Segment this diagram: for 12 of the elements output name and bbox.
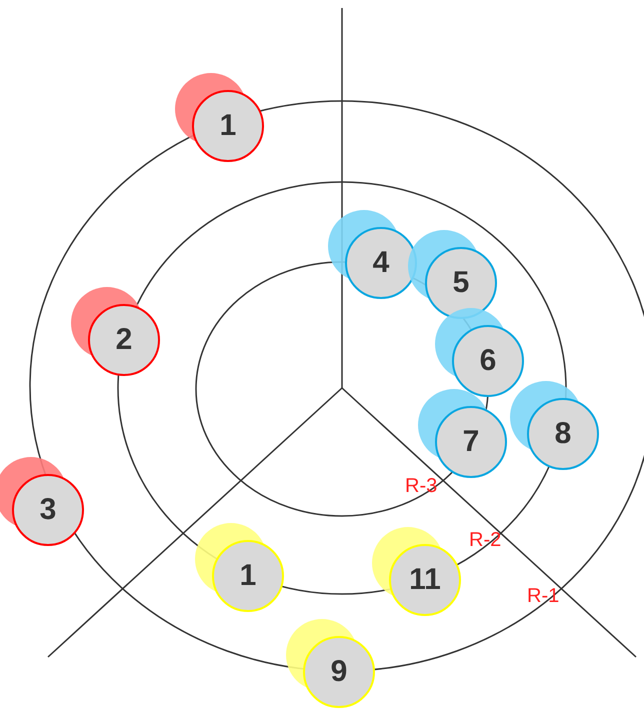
number-label: 7 xyxy=(462,427,480,457)
number-label: 4 xyxy=(372,248,390,278)
number-label: 1 xyxy=(240,561,256,591)
number-label: 1 xyxy=(220,111,236,141)
number-label: 8 xyxy=(554,419,572,449)
number-label: 9 xyxy=(330,657,348,687)
number-label: 3 xyxy=(40,495,56,525)
number-label: 6 xyxy=(480,346,496,376)
number-label: 2 xyxy=(116,325,132,355)
number-label: 5 xyxy=(452,268,470,298)
number-label: 11 xyxy=(409,565,441,595)
ring-label: R-3 xyxy=(405,476,438,496)
